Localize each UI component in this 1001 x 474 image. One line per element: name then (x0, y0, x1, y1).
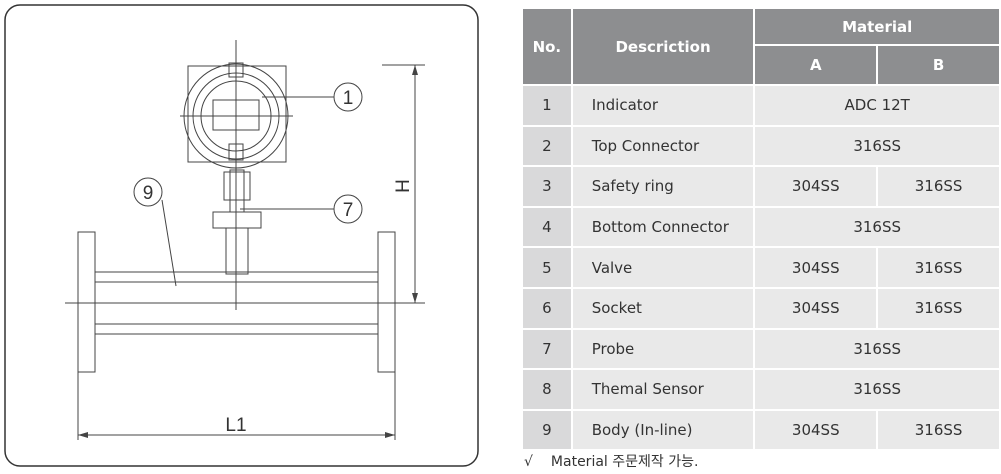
cell-material-b: 316SS (878, 410, 999, 450)
cell-material-b: 316SS (878, 288, 999, 328)
cell-material-a: 304SS (755, 167, 877, 206)
callout-7-circle (333, 194, 363, 224)
length-dimension-label: L1 (225, 415, 246, 436)
cell-material-b: 316SS (878, 248, 999, 287)
height-dimension-label: H (393, 179, 414, 193)
header-material: Material (755, 9, 999, 44)
header-description: Descriction (572, 9, 754, 84)
cell-no: 1 (523, 86, 571, 125)
cell-no: 8 (523, 370, 571, 409)
cell-material: ADC 12T (755, 86, 999, 125)
cell-description: Themal Sensor (572, 370, 754, 409)
callout-1-circle (333, 82, 363, 112)
cell-no: 3 (523, 167, 571, 206)
cell-material-a: 304SS (755, 248, 877, 287)
cell-material-b: 316SS (878, 167, 999, 206)
callout-9-circle (133, 177, 163, 207)
cell-no: 9 (523, 410, 571, 450)
cell-description: Valve (572, 248, 754, 287)
cell-material: 316SS (755, 207, 999, 247)
cell-no: 4 (523, 207, 571, 247)
cell-description: Top Connector (572, 126, 754, 166)
header-a: A (755, 46, 877, 84)
callout-1: 1 (343, 88, 354, 109)
cell-material-a: 304SS (755, 288, 877, 328)
cell-description: Body (In-line) (572, 410, 754, 450)
cell-material-a: 304SS (755, 410, 877, 450)
cell-description: Bottom Connector (572, 207, 754, 247)
right-flange (377, 231, 396, 373)
cell-material: 316SS (755, 329, 999, 369)
cell-description: Probe (572, 329, 754, 369)
callout-7: 7 (343, 200, 354, 221)
cell-no: 6 (523, 288, 571, 328)
cell-description: Safety ring (572, 167, 754, 206)
callout-9: 9 (143, 183, 154, 204)
flowmeter-drawing: 1 7 9 H L1 (4, 4, 479, 467)
cell-description: Indicator (572, 86, 754, 125)
cell-no: 7 (523, 329, 571, 369)
cell-material: 316SS (755, 370, 999, 409)
cell-material: 316SS (755, 126, 999, 166)
footnote-text: Material 주문제작 가능. (550, 454, 699, 470)
cell-description: Socket (572, 288, 754, 328)
header-b: B (878, 46, 999, 84)
footnote: √ Material 주문제작 가능. (524, 451, 716, 471)
header-no: No. (523, 9, 571, 84)
left-flange (77, 231, 96, 373)
check-mark: √ (524, 454, 533, 470)
cell-no: 2 (523, 126, 571, 166)
cell-no: 5 (523, 248, 571, 287)
